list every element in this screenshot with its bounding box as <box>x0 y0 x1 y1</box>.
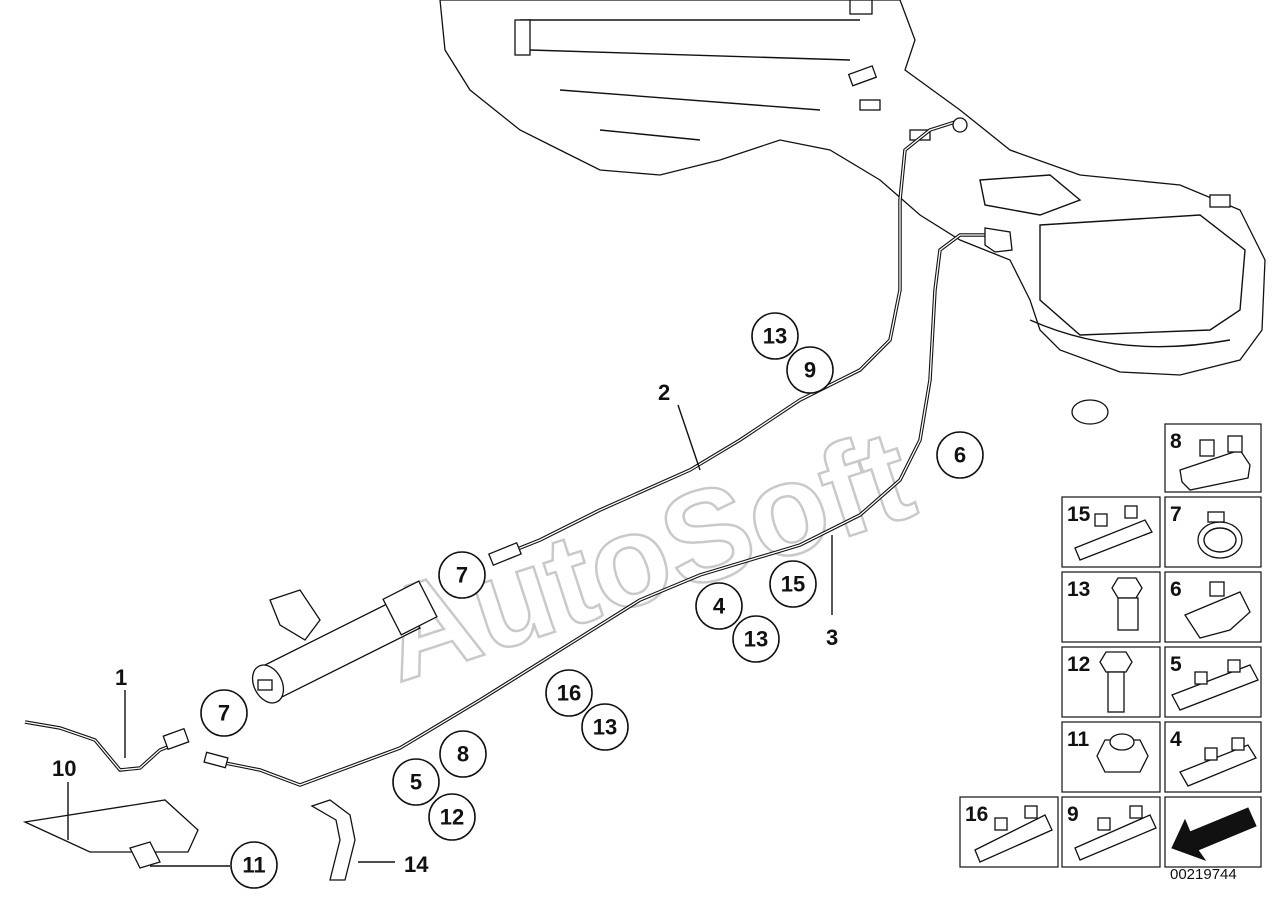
circled-callout: 13 <box>581 703 629 751</box>
circled-callout: 12 <box>428 793 476 841</box>
svg-text:9: 9 <box>804 358 816 383</box>
heat-shield-10 <box>22 799 199 869</box>
legend-label-9: 9 <box>1067 803 1079 826</box>
legend-label-6: 6 <box>1170 578 1182 601</box>
svg-text:13: 13 <box>593 715 617 740</box>
legend-label-12: 12 <box>1067 653 1090 676</box>
fuel-line-2 <box>487 117 968 567</box>
watermark-text: AutoSoft <box>362 401 929 709</box>
fuel-line-1 <box>24 720 190 772</box>
legend-label-5: 5 <box>1170 653 1182 676</box>
circled-callouts: 13 9 6 7 15 4 13 16 13 7 8 5 12 11 <box>200 312 984 889</box>
svg-text:7: 7 <box>218 701 230 726</box>
watermark: AutoSoft <box>361 400 930 711</box>
legend-label-7: 7 <box>1170 503 1182 526</box>
bolt-13-icon <box>1111 577 1143 631</box>
clip-9-icon <box>1074 805 1157 861</box>
legend-label-16: 16 <box>965 803 988 826</box>
legend-label-13: 13 <box>1067 578 1090 601</box>
svg-text:4: 4 <box>713 594 726 619</box>
svg-text:16: 16 <box>557 681 581 706</box>
callout-3: 3 <box>826 625 838 650</box>
circled-callout: 6 <box>936 431 984 479</box>
fuel-tank <box>439 0 1266 425</box>
svg-text:12: 12 <box>440 805 464 830</box>
circled-callout: 16 <box>545 669 593 717</box>
nut-11-icon <box>1096 733 1149 773</box>
bolt-12-icon <box>1099 651 1133 713</box>
circled-callout: 9 <box>786 346 834 394</box>
svg-text:15: 15 <box>781 572 805 597</box>
callout-2: 2 <box>658 380 670 405</box>
document-id: 00219744 <box>1170 866 1237 883</box>
circled-callout: 13 <box>732 615 780 663</box>
legend-label-11: 11 <box>1067 728 1090 751</box>
circled-callout: 7 <box>200 689 248 737</box>
svg-text:13: 13 <box>744 627 768 652</box>
arrow-icon <box>1171 807 1257 862</box>
circled-callout: 7 <box>438 551 486 599</box>
clip-5-icon <box>1171 659 1259 711</box>
fuel-line-3 <box>203 227 1013 787</box>
clip-4-icon <box>1179 737 1257 787</box>
svg-text:5: 5 <box>410 770 422 795</box>
callout-10: 10 <box>52 756 76 781</box>
clip-6-icon <box>1184 581 1251 639</box>
plain-callouts: 1 2 3 10 14 <box>52 380 838 877</box>
svg-text:8: 8 <box>457 742 469 767</box>
tank-drain-port <box>1071 399 1109 425</box>
bracket-14 <box>310 799 356 881</box>
legend-grid: 8 15 7 13 6 12 5 11 4 <box>959 423 1262 868</box>
fuel-filter <box>251 580 438 704</box>
svg-text:11: 11 <box>242 853 265 878</box>
circled-callout: 13 <box>751 312 799 360</box>
circled-callout: 11 <box>230 841 278 889</box>
circled-callout: 15 <box>769 560 817 608</box>
svg-text:6: 6 <box>954 443 966 468</box>
hose-clamp-7-icon <box>1197 511 1243 559</box>
clip-8-icon <box>1179 435 1251 491</box>
legend-label-15: 15 <box>1067 503 1091 526</box>
legend-label-4: 4 <box>1170 728 1182 751</box>
svg-text:13: 13 <box>763 324 787 349</box>
svg-text:7: 7 <box>456 563 468 588</box>
circled-callout: 5 <box>392 758 440 806</box>
circled-callout: 4 <box>695 582 743 630</box>
callout-14: 14 <box>404 852 429 877</box>
callout-1: 1 <box>115 665 127 690</box>
clip-16-icon <box>974 805 1053 863</box>
circled-callout: 8 <box>439 730 487 778</box>
clip-15-icon <box>1074 505 1153 561</box>
leader-lines <box>67 404 833 867</box>
legend-label-8: 8 <box>1170 430 1182 453</box>
